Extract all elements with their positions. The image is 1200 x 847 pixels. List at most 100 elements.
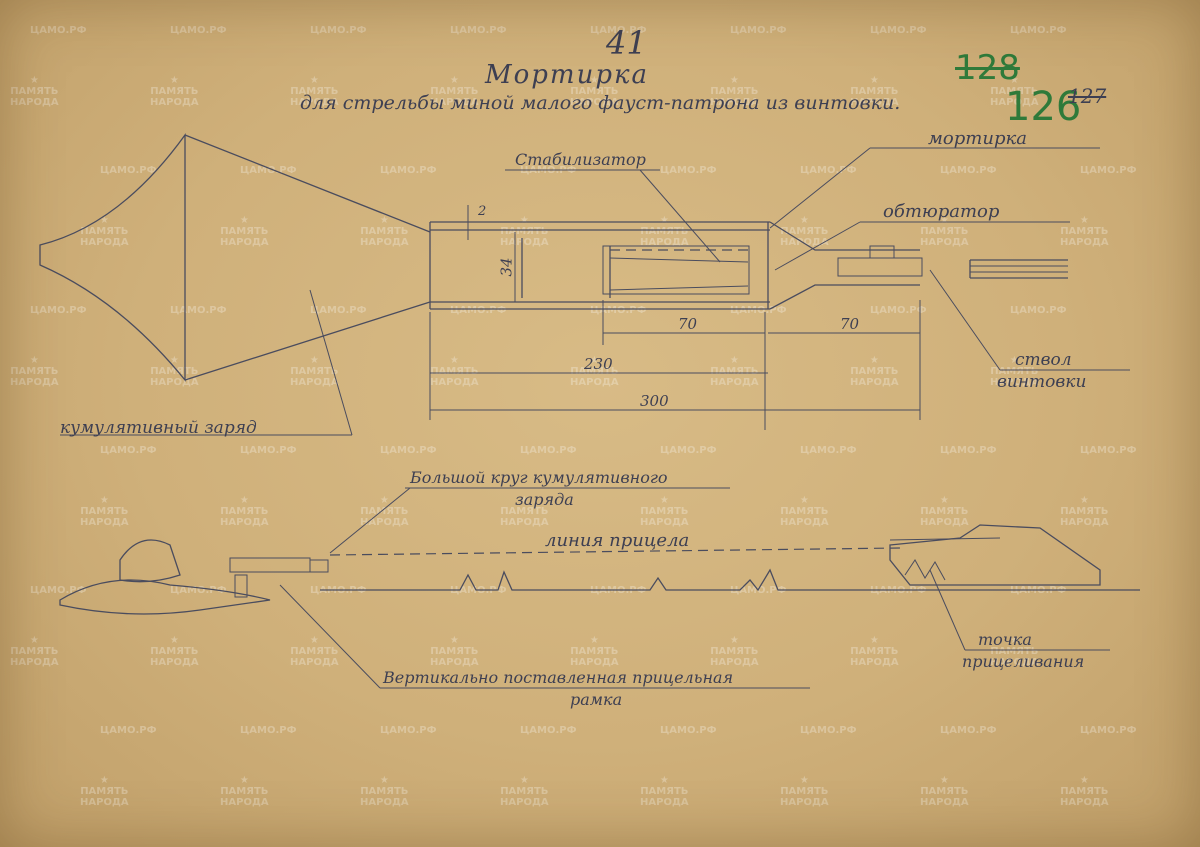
watermark-tsamo: ЦАМО.РФ <box>380 445 437 456</box>
watermark-tsamo: ЦАМО.РФ <box>450 305 507 316</box>
watermark-tsamo: ЦАМО.РФ <box>30 25 87 36</box>
archive-number-crossed: 128 <box>955 48 1020 88</box>
archive-number-current: 126 <box>1005 84 1082 130</box>
dimension-lines <box>429 205 921 430</box>
watermark-tsamo: ЦАМО.РФ <box>660 725 717 736</box>
watermark-tsamo: ЦАМО.РФ <box>100 445 157 456</box>
label-barrel-line1: ствол <box>1015 350 1072 370</box>
watermark-tsamo: ЦАМО.РФ <box>240 725 297 736</box>
dim-stabilizer-length: 70 <box>678 315 698 333</box>
watermark-tsamo: ЦАМО.РФ <box>450 25 507 36</box>
watermark-tsamo: ЦАМО.РФ <box>590 305 647 316</box>
watermark-tsamo: ЦАМО.РФ <box>1080 725 1137 736</box>
label-big-circle-line1: Большой круг кумулятивного <box>410 468 668 487</box>
watermark-tsamo: ЦАМО.РФ <box>940 165 997 176</box>
aiming-scene-drawing <box>59 487 1140 689</box>
document-subtitle: для стрельбы миной малого фауст-патрона … <box>300 92 901 114</box>
label-barrel-line2: винтовки <box>997 372 1087 392</box>
watermark-tsamo: ЦАМО.РФ <box>730 25 787 36</box>
watermark-tsamo: ЦАМО.РФ <box>170 585 227 596</box>
watermark-tsamo: ЦАМО.РФ <box>240 165 297 176</box>
watermark-tsamo: ЦАМО.РФ <box>660 165 717 176</box>
page-number: 41 <box>606 24 647 62</box>
watermark-tsamo: ЦАМО.РФ <box>520 725 577 736</box>
watermark-tsamo: ЦАМО.РФ <box>800 445 857 456</box>
label-obturator: обтюратор <box>883 201 1000 222</box>
shaped-charge-drawing <box>39 132 431 436</box>
watermark-tsamo: ЦАМО.РФ <box>1010 25 1067 36</box>
archive-number-small-crossed: 127 <box>1068 84 1107 108</box>
dim-total-length: 300 <box>640 392 669 410</box>
watermark-tsamo: ЦАМО.РФ <box>100 725 157 736</box>
watermark-tsamo: ЦАМО.РФ <box>100 165 157 176</box>
watermark-tsamo: ЦАМО.РФ <box>940 445 997 456</box>
watermark-tsamo: ЦАМО.РФ <box>520 445 577 456</box>
watermark-tsamo: ЦАМО.РФ <box>870 25 927 36</box>
label-sight-frame-line2: рамка <box>570 690 623 709</box>
watermark-tsamo: ЦАМО.РФ <box>170 305 227 316</box>
watermark-tsamo: ЦАМО.РФ <box>1080 165 1137 176</box>
watermark-tsamo: ЦАМО.РФ <box>1080 445 1137 456</box>
dim-wall: 2 <box>478 204 487 219</box>
watermark-tsamo: ЦАМО.РФ <box>240 445 297 456</box>
watermark-tsamo: ЦАМО.РФ <box>380 165 437 176</box>
watermark-tsamo: ЦАМО.РФ <box>170 25 227 36</box>
watermark-tsamo: ЦАМО.РФ <box>30 305 87 316</box>
watermark-tsamo: ЦАМО.РФ <box>870 305 927 316</box>
watermark-tsamo: ЦАМО.РФ <box>30 585 87 596</box>
document-title: Мортирка <box>485 60 649 90</box>
watermark-tsamo: ЦАМО.РФ <box>800 725 857 736</box>
watermark-tsamo: ЦАМО.РФ <box>940 725 997 736</box>
label-aim-point-line2: прицеливания <box>962 652 1085 671</box>
label-sight-line: линия прицела <box>545 530 690 551</box>
watermark-tsamo: ЦАМО.РФ <box>800 165 857 176</box>
label-shaped-charge: кумулятивный заряд <box>60 418 257 438</box>
watermark-tsamo: ЦАМО.РФ <box>380 725 437 736</box>
label-mortar: мортирка <box>928 128 1027 149</box>
watermark-tsamo: ЦАМО.РФ <box>730 305 787 316</box>
dim-barrel-length: 70 <box>840 315 860 333</box>
label-sight-frame-line1: Вертикально поставленная прицельная <box>383 668 734 687</box>
watermark-tsamo: ЦАМО.РФ <box>310 305 367 316</box>
mortar-tube-drawing <box>429 147 1130 371</box>
watermark-tsamo: ЦАМО.РФ <box>1010 305 1067 316</box>
watermark-tsamo: ЦАМО.РФ <box>660 445 717 456</box>
